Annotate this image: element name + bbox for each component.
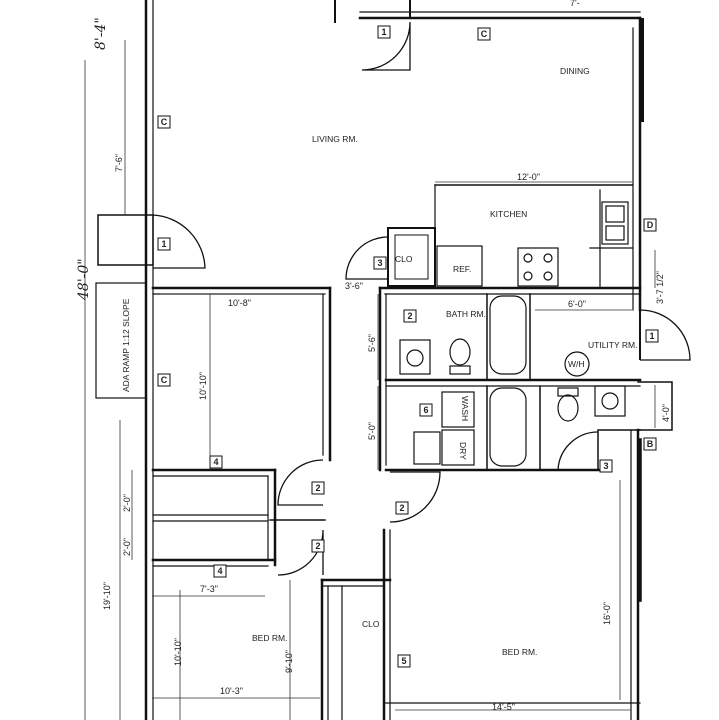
closet-label-top: CLO [395, 254, 413, 264]
door-swing [361, 21, 411, 71]
dimension-2-0-a: 2'-0" [122, 494, 132, 512]
tag-2-bath: 2 [407, 311, 412, 321]
dimension-10-3: 10'-3" [220, 686, 243, 696]
door-swing [277, 459, 324, 506]
dimension-3-6: 3'-6" [345, 281, 363, 291]
dimension-overall: 48'-0" [76, 258, 92, 301]
fixture-wash: WASH [460, 396, 470, 421]
door-swing [345, 236, 389, 280]
room-label-bath: BATH RM. [446, 309, 486, 319]
dimension-16-0: 16'-0" [602, 602, 612, 625]
tag-1-left: 1 [161, 239, 166, 249]
tag-3-bed: 3 [603, 461, 608, 471]
dimension-kitchen: 12'-0" [517, 172, 540, 182]
ramp-label: ADA RAMP 1:12 SLOPE [121, 298, 131, 392]
closet-label-bottom: CLO [362, 619, 380, 629]
door-window-tags [157, 25, 659, 668]
tag-2-hall-a: 2 [315, 483, 320, 493]
room-label-dining: DINING [560, 66, 590, 76]
dimension-10-10-lower: 10'-10" [173, 638, 183, 666]
dimension-4-0: 4'-0" [661, 404, 671, 422]
dimension-10-8: 10'-8" [228, 298, 251, 308]
dimension-5-6: 5'-6" [367, 334, 377, 352]
dimension-6-0: 6'-0" [568, 299, 586, 309]
tag-2-hall-c: 2 [399, 503, 404, 513]
fixture-wh: W/H [568, 359, 585, 369]
room-label-living: LIVING RM. [312, 134, 358, 144]
dimension-10-10-upper: 10'-10" [198, 372, 208, 400]
tag-5: 5 [401, 656, 406, 666]
door-swing [389, 471, 441, 523]
door-swing [152, 214, 206, 269]
tag-labels: 1 C C 1 3 D 2 1 C 6 B 4 2 2 2 3 4 5 [161, 27, 655, 666]
tag-4-lower: 4 [217, 566, 222, 576]
dimension-2-0-b: 2'-0" [122, 538, 132, 556]
dimension-7-6: 7'-6" [114, 154, 124, 172]
doors [97, 21, 691, 576]
tag-c-top: C [481, 29, 488, 39]
tag-d: D [647, 220, 654, 230]
dimension-lines [84, 40, 656, 720]
fixture-dry: DRY [458, 442, 468, 460]
room-label-bed-left: BED RM. [252, 633, 287, 643]
room-label-kitchen: KITCHEN [490, 209, 527, 219]
tag-1-top: 1 [381, 27, 386, 37]
tag-c-mid: C [161, 375, 168, 385]
door-swing [557, 431, 599, 471]
dimension-3-7: 3'-7 1/2" [655, 271, 665, 304]
tag-b: B [647, 439, 654, 449]
tag-4-upper: 4 [213, 457, 218, 467]
room-label-utility: UTILITY RM. [588, 340, 637, 350]
dimension-7-3: 7'-3" [200, 584, 218, 594]
room-label-bed-right: BED RM. [502, 647, 537, 657]
dimension-top-partial: 7'- [570, 0, 580, 8]
tag-1-utility: 1 [649, 331, 654, 341]
labels: LIVING RM. DINING KITCHEN BATH RM. UTILI… [76, 0, 671, 712]
dimension-14-5: 14'-5" [492, 702, 515, 712]
walls [144, 0, 673, 720]
dimension-top-left: 8'-4" [93, 17, 109, 50]
fixtures [95, 201, 629, 467]
tag-c-left: C [161, 117, 168, 127]
tag-2-hall-b: 2 [315, 541, 320, 551]
tag-6: 6 [423, 405, 428, 415]
dimension-9-10: 9'-10" [284, 650, 294, 673]
dimension-5-0: 5'-0" [367, 422, 377, 440]
fixture-ref: REF. [453, 264, 471, 274]
dimension-19-10: 19'-10" [102, 582, 112, 610]
tag-3-closet: 3 [377, 258, 382, 268]
door-swing [639, 309, 691, 361]
